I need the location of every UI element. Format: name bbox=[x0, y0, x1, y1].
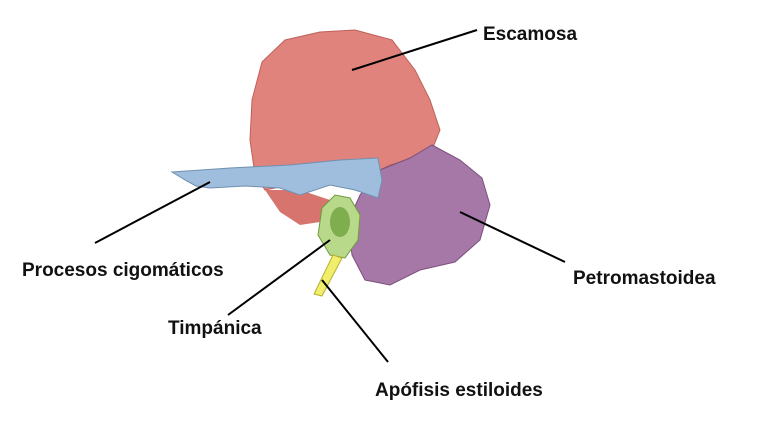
squamous-lower-region bbox=[265, 190, 330, 225]
styloid-region bbox=[313, 254, 343, 297]
leader-line-styloid bbox=[321, 279, 389, 363]
leader-line-squamous bbox=[351, 29, 478, 71]
ear-canal bbox=[330, 207, 350, 237]
label-styloid: Apófisis estiloides bbox=[375, 380, 543, 401]
leader-line-zygomatic bbox=[94, 181, 211, 244]
label-zygomatic: Procesos cigomáticos bbox=[22, 260, 224, 281]
leader-line-petromastoid bbox=[459, 211, 566, 263]
leader-line-tympanic bbox=[227, 239, 331, 316]
label-tympanic: Timpánica bbox=[168, 318, 262, 339]
zygomatic-region bbox=[170, 157, 383, 199]
leader-lines bbox=[94, 29, 566, 363]
label-squamous: Escamosa bbox=[483, 24, 578, 45]
label-petromastoid: Petromastoidea bbox=[573, 268, 716, 289]
